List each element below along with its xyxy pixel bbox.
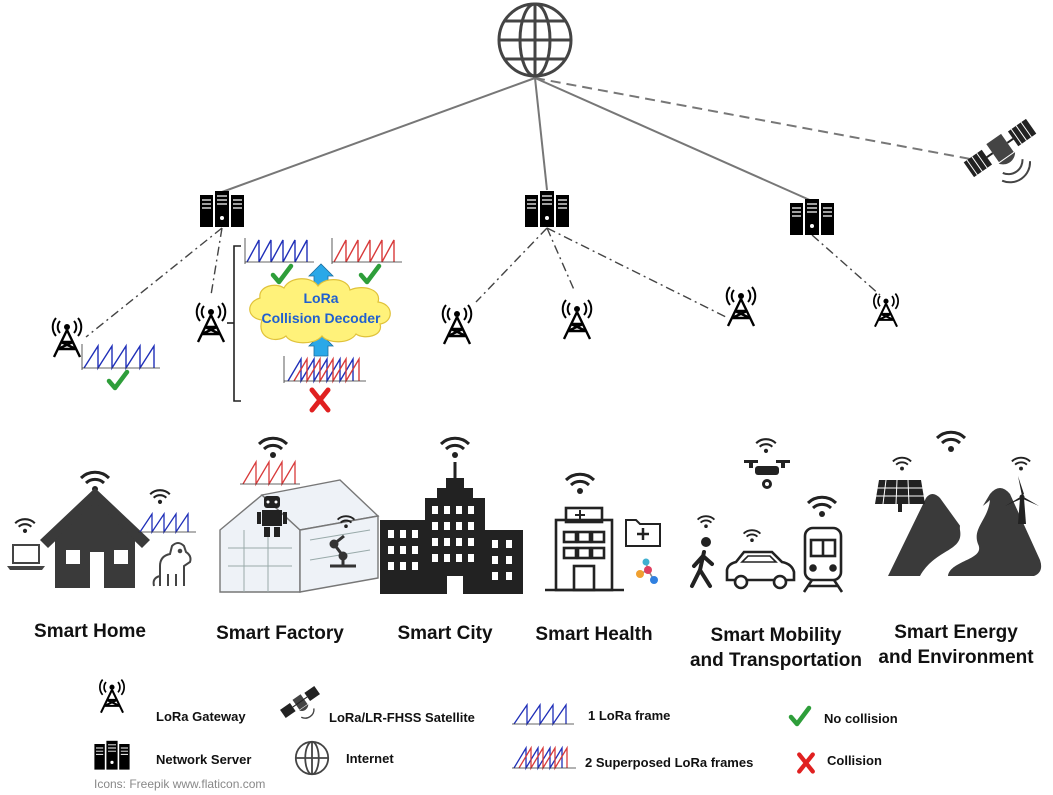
medical-folder-icon xyxy=(625,519,661,547)
domain-label-line1: Smart Energy xyxy=(894,622,1018,643)
legend-gateway-icon xyxy=(98,678,126,714)
domain-label-line2: and Environment xyxy=(878,647,1034,668)
gateway-4-icon xyxy=(561,298,593,341)
wifi-icon xyxy=(14,518,36,535)
satellite-icon xyxy=(963,118,1037,184)
robot-arm-icon xyxy=(329,534,356,568)
wind-turbine-icon xyxy=(1005,476,1039,524)
wifi-icon xyxy=(439,436,471,460)
smart-factory-illustration xyxy=(219,436,380,593)
drone-icon xyxy=(744,460,790,489)
wifi-icon xyxy=(935,430,967,454)
domain-label-line1: Smart Mobility xyxy=(710,625,842,646)
wifi-icon xyxy=(806,495,838,519)
check-icon xyxy=(273,266,291,282)
gateway-links xyxy=(85,227,881,338)
mountain-icon xyxy=(888,488,1042,576)
icon-credit: Icons: Freepik www.flaticon.com xyxy=(94,777,266,791)
domain-label-smart-energy: Smart Energy and Environment xyxy=(862,620,1050,670)
wifi-icon xyxy=(755,438,777,455)
legend-superposed-icon xyxy=(512,745,576,771)
lora-frame-gateway-1 xyxy=(81,343,160,371)
legend-no-collision-label: No collision xyxy=(824,711,898,726)
decoder-title: LoRa xyxy=(304,290,339,306)
pedestrian-icon xyxy=(690,537,714,588)
gateway-5-icon xyxy=(725,285,757,328)
collision-decoder-bracket xyxy=(227,245,241,402)
smart-city-illustration xyxy=(380,436,523,594)
decoded-frame-blue xyxy=(244,238,314,264)
internet-links xyxy=(221,77,977,202)
domain-label-smart-mobility: Smart Mobility and Transportation xyxy=(676,623,876,673)
laptop-icon xyxy=(7,544,45,570)
wifi-icon xyxy=(564,472,596,496)
legend-satellite-label: LoRa/LR-FHSS Satellite xyxy=(329,710,475,725)
legend-internet-label: Internet xyxy=(346,751,394,766)
superposed-frames xyxy=(283,356,366,384)
legend-server-label: Network Server xyxy=(156,752,252,767)
legend-frame-icon xyxy=(512,702,574,727)
legend-satellite-icon xyxy=(280,685,320,719)
legend-gateway-label: LoRa Gateway xyxy=(156,709,246,724)
domain-label-smart-health: Smart Health xyxy=(535,624,653,645)
train-icon xyxy=(802,526,844,593)
decoder-subtitle: Collision Decoder xyxy=(261,310,381,326)
smart-home-illustration xyxy=(7,470,196,588)
cross-icon xyxy=(312,390,328,410)
gateway-3-icon xyxy=(441,303,473,346)
solar-panel-icon xyxy=(875,479,925,512)
legend-collision-label: Collision xyxy=(827,753,882,768)
smart-energy-illustration xyxy=(875,430,1042,576)
building-windows xyxy=(388,506,512,594)
molecule-icon xyxy=(636,558,658,584)
wifi-icon xyxy=(696,515,716,529)
gateway-6-icon xyxy=(872,292,900,328)
domain-label-smart-home: Smart Home xyxy=(34,621,146,642)
network-server-3-icon xyxy=(789,198,835,236)
legend-cross-icon xyxy=(799,755,813,772)
check-icon xyxy=(109,372,127,388)
domain-label-smart-city: Smart City xyxy=(397,623,493,644)
domain-label-smart-factory: Smart Factory xyxy=(216,623,344,644)
wifi-icon xyxy=(257,436,289,460)
smart-mobility-illustration xyxy=(690,438,844,593)
gateway-1-icon xyxy=(51,316,83,359)
legend-frame1-label: 1 LoRa frame xyxy=(588,708,671,723)
legend-frame2-label: 2 Superposed LoRa frames xyxy=(585,755,754,770)
check-icon xyxy=(361,266,379,282)
network-server-1-icon xyxy=(199,190,245,228)
robot-icon xyxy=(257,496,287,537)
network-server-2-icon xyxy=(524,190,570,228)
legend-server-icon xyxy=(93,740,131,771)
gateway-2-icon xyxy=(195,301,227,344)
smart-health-illustration xyxy=(545,472,661,592)
wifi-icon xyxy=(149,489,171,506)
wifi-icon xyxy=(891,456,913,472)
decoder-cloud: LoRa Collision Decoder xyxy=(249,278,391,344)
decoded-frame-red xyxy=(331,238,402,264)
dog-icon xyxy=(152,542,192,587)
legend-check-icon xyxy=(791,708,809,724)
globe-icon xyxy=(497,2,573,78)
legend-internet-icon xyxy=(294,740,330,776)
house-icon xyxy=(40,488,150,588)
wifi-icon xyxy=(1010,456,1032,472)
car-icon xyxy=(725,550,796,590)
wifi-icon xyxy=(742,529,762,543)
domain-label-line2: and Transportation xyxy=(689,650,863,671)
